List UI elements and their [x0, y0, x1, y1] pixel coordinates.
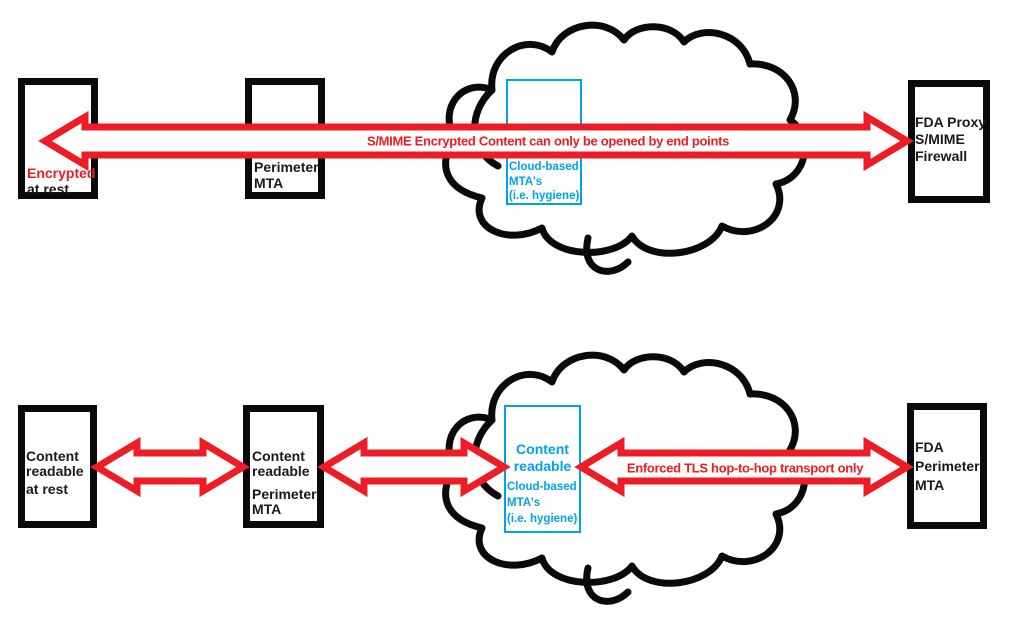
at-rest-line: at rest	[26, 481, 69, 497]
mtas-line: MTA's	[509, 175, 543, 188]
perimeter-mta-label-top: Perimeter MTA	[254, 159, 319, 191]
perimeter-line: Perimeter	[252, 486, 317, 502]
fda-perimeter-mta-label: FDA Perimeter MTA	[915, 438, 980, 495]
cloud-based-line: Cloud-based	[509, 161, 579, 173]
hygiene-line: (i.e. hygiene)	[507, 513, 578, 525]
mtas-line: MTA's	[507, 497, 541, 509]
mta-line: MTA	[254, 175, 284, 191]
cloud-based-line: Cloud-based	[507, 481, 577, 493]
cloud-mta-label-bottom: Content readable Cloud-based MTA's (i.e.…	[507, 441, 578, 527]
tls-hop-arrow-2	[317, 436, 511, 498]
content-line: Content	[516, 441, 569, 457]
hygiene-line: (i.e. hygiene)	[509, 190, 580, 202]
perimeter-line: Perimeter	[254, 159, 319, 175]
content-line: Content	[26, 448, 79, 464]
encrypted-word: Encrypted	[27, 165, 96, 181]
firewall-line: Firewall	[915, 148, 968, 164]
smime-arrow-label: S/MIME Encrypted Content can only be ope…	[366, 133, 730, 149]
content-line: Content	[252, 448, 305, 464]
mta-line: MTA	[915, 477, 945, 493]
readable-line: readable	[26, 463, 84, 479]
cloud-mta-label-top: Cloud-based MTA's (i.e. hygiene)	[509, 160, 579, 204]
fda-proxy-line: FDA Proxy	[915, 114, 987, 130]
tls-arrow-label: Enforced TLS hop-to-hop transport only	[626, 460, 864, 476]
cloud-bottom	[446, 355, 805, 601]
encrypted-at-rest-label: Encrypted at rest	[27, 165, 95, 197]
content-readable-at-rest-label: Content readable at rest	[26, 449, 84, 497]
readable-line: readable	[252, 463, 310, 479]
tls-hop-arrow-1	[90, 436, 250, 498]
mta-line: MTA	[252, 501, 282, 517]
fda-proxy-label: FDA Proxy S/MIME Firewall	[915, 114, 986, 165]
fda-line: FDA	[915, 439, 944, 455]
readable-line: readable	[513, 457, 572, 474]
at-rest-word: at rest	[27, 181, 70, 197]
perimeter-line: Perimeter	[915, 458, 980, 474]
fda-perimeter-mta-box	[907, 403, 987, 529]
content-readable-perimeter-label: Content readable Perimeter MTA	[252, 449, 317, 517]
smime-line: S/MIME	[915, 131, 965, 147]
